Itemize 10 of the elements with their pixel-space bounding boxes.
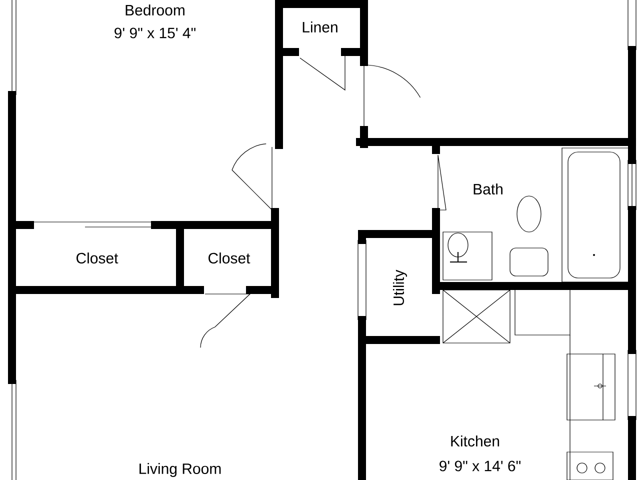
room-label: Closet — [76, 252, 118, 264]
room-label: Utility — [393, 270, 407, 306]
room-label: Bath — [474, 184, 502, 194]
room-label: Bedroom — [126, 4, 184, 16]
room-label: 9' 9" x 14' 6" — [440, 460, 520, 472]
room-label: Closet — [208, 252, 250, 264]
room-label: Living Room — [140, 463, 221, 477]
room-label: 9' 9" x 15' 4" — [114, 28, 196, 38]
room-label: Kitchen — [451, 436, 500, 446]
room-label: Linen — [302, 22, 338, 32]
